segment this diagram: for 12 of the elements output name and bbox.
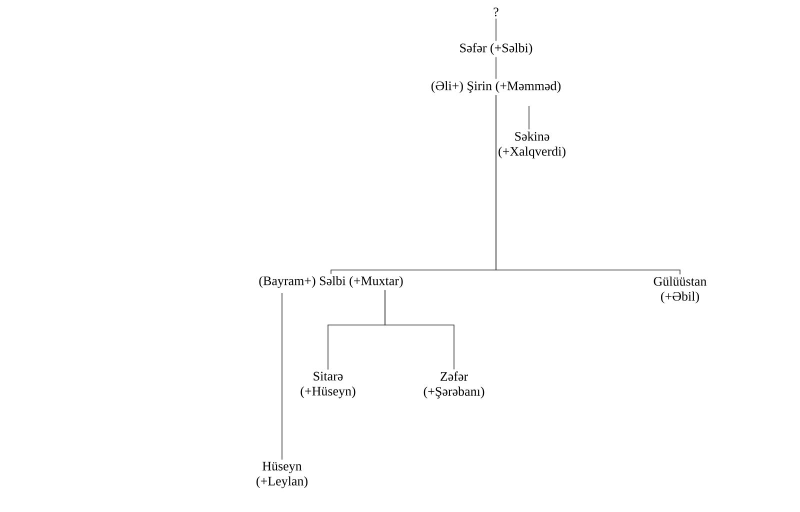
person-name: Səkinə (+Xalqverdi) — [498, 132, 566, 158]
person-name: Səfər (+Səlbi) — [460, 43, 532, 55]
person-name: Gülüüstan (+Əbil) — [654, 276, 707, 304]
person-name: (Bayram+) Səlbi (+Muxtar) — [259, 276, 403, 288]
person-name: (Əli+) Şirin (+Məmməd) — [431, 81, 561, 93]
person-name: Sitarə (+Hüseyn) — [300, 372, 356, 398]
person-name: ? — [494, 8, 498, 16]
person-name: Zəfər (+Şərəbanı) — [424, 372, 484, 398]
person-name: Hüseyn (+Leylan) — [256, 462, 308, 488]
tree-line — [496, 94, 680, 275]
tree-line — [384, 290, 454, 370]
tree-line — [528, 106, 530, 130]
